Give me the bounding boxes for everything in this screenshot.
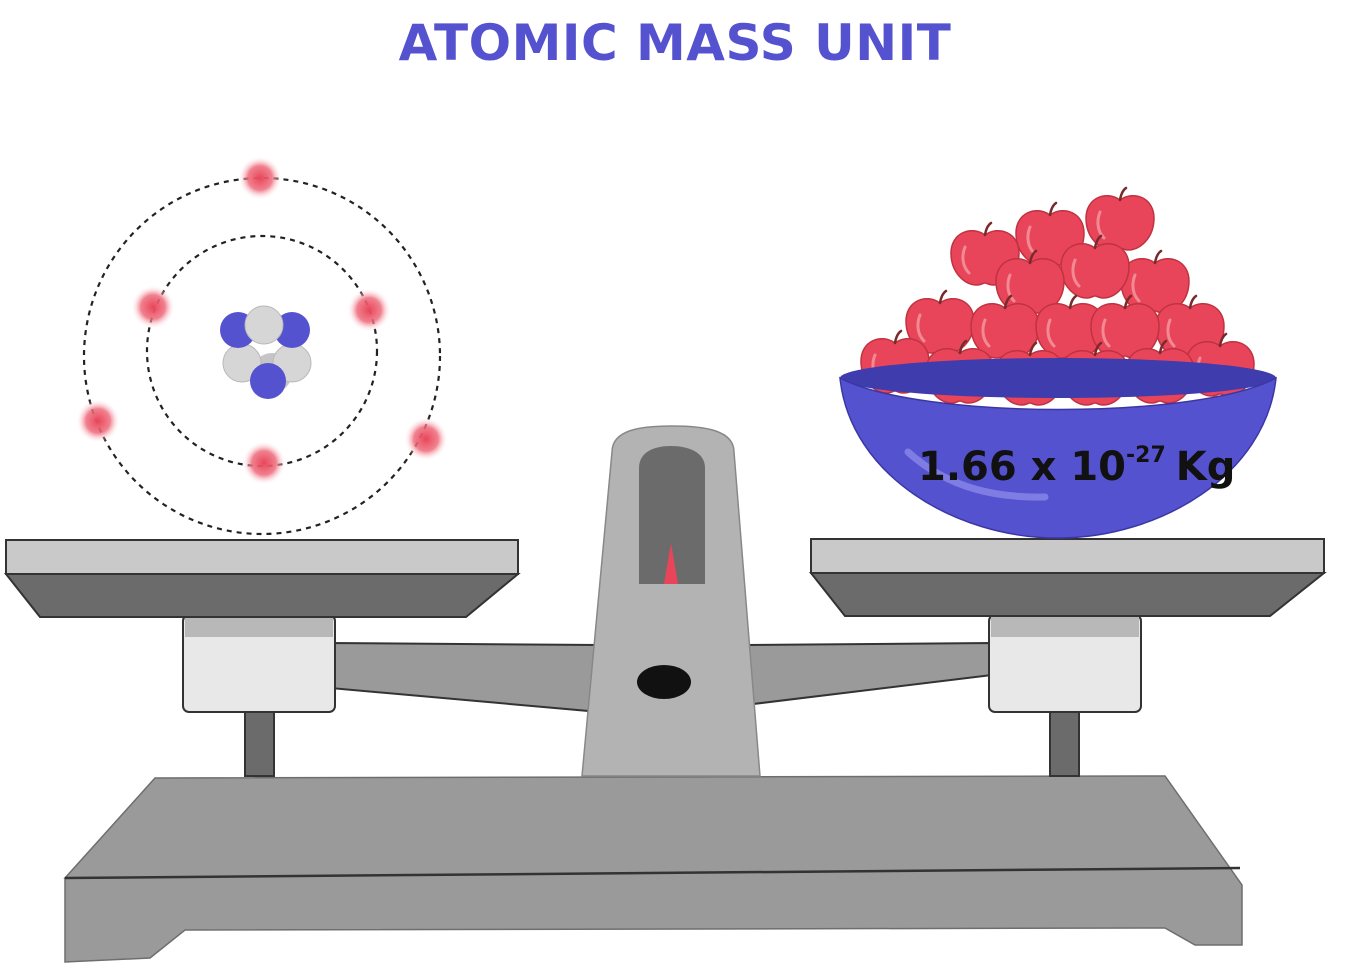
outer-orbit: [82, 176, 442, 536]
electron: [131, 285, 175, 329]
mass-exponent: -27: [1126, 443, 1166, 468]
scale-base-front: [64, 867, 1243, 963]
electrons: [76, 156, 448, 485]
electron: [242, 441, 286, 485]
scale-beam: [744, 641, 993, 707]
left-pan-front: [3, 573, 521, 618]
left-post: [244, 711, 275, 777]
right-pan-front: [808, 572, 1327, 617]
nucleus: [220, 305, 312, 399]
electron: [404, 417, 448, 461]
diagram-title: ATOMIC MASS UNIT: [398, 14, 952, 72]
scale-beam: [329, 641, 601, 714]
electron: [238, 156, 282, 200]
bowl: [839, 376, 1277, 539]
mass-unit: Kg: [1176, 444, 1236, 490]
electron: [76, 399, 120, 443]
balance-scale-icon: [3, 425, 1327, 963]
mass-label: 1.66 x 10-27 Kg: [918, 443, 1235, 490]
pivot-hole: [637, 665, 691, 699]
neutron: [244, 305, 284, 345]
gauge-window: [639, 446, 705, 584]
electron: [347, 288, 391, 332]
gauge-needle: [664, 543, 678, 584]
scale-base-top: [63, 775, 1232, 879]
proton: [250, 363, 286, 399]
center-pillar: [581, 425, 761, 777]
right-pan-top: [810, 538, 1325, 574]
atom-icon: [76, 156, 448, 536]
apple-bowl-icon: 1.66 x 10-27 Kg: [839, 186, 1277, 539]
inner-orbit: [145, 234, 379, 468]
left-pan-top: [5, 539, 519, 575]
bowl-rim: [840, 358, 1276, 398]
mass-coefficient: 1.66 x 10: [918, 444, 1126, 490]
right-post: [1049, 711, 1080, 777]
